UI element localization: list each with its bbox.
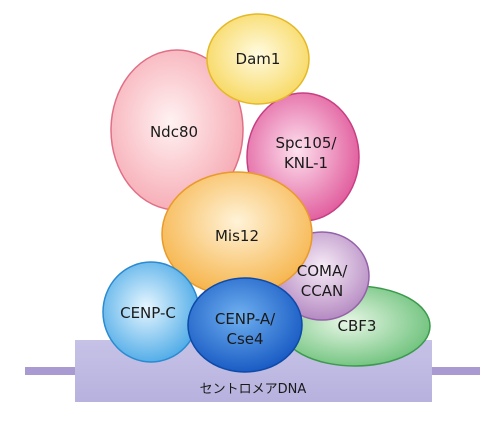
cbf3-label: CBF3	[338, 317, 377, 335]
spc105-label-line2: KNL-1	[284, 154, 328, 172]
dam1-label: Dam1	[236, 50, 281, 68]
spc105-label-line1: Spc105/	[276, 134, 338, 152]
cenpa-label-line2: Cse4	[226, 330, 263, 348]
coma-label-line1: COMA/	[297, 262, 348, 280]
cenpa-ellipse	[187, 277, 303, 373]
dam1-ellipse	[206, 13, 310, 105]
dna-strand-left	[25, 367, 80, 375]
mis12-label: Mis12	[215, 227, 259, 245]
dna-label: セントロメアDNA	[200, 382, 307, 397]
coma-label-line2: CCAN	[301, 282, 343, 300]
ndc80-label: Ndc80	[150, 123, 198, 141]
cenpa-label-line1: CENP-A/	[215, 310, 276, 328]
dna-strand-right	[432, 367, 480, 375]
cenpc-label: CENP-C	[120, 304, 176, 322]
